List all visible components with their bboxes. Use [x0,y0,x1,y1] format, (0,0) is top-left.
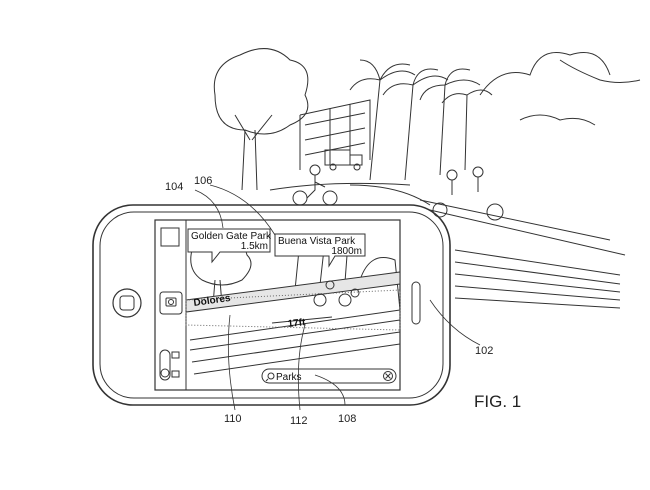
search-icon [267,372,275,380]
video-icon [171,370,180,378]
callout-golden-gate-park[interactable] [187,228,271,264]
shutter-button[interactable] [159,291,183,315]
buena-vista-park-distance: 1800m [331,246,362,257]
palm-trees [349,59,493,181]
mode-switch[interactable] [159,349,180,381]
clear-icon [383,371,393,381]
ref-108: 108 [338,413,356,425]
street-name-label: Dolores [193,293,232,309]
search-bar[interactable] [261,368,397,384]
ref-104: 104 [165,181,183,193]
home-button[interactable] [112,288,142,318]
figure-label: FIG. 1 [474,392,521,411]
thumbnail-button[interactable] [160,227,180,247]
phone-body [92,204,451,406]
street-overlay [185,271,401,313]
golden-gate-park-name: Golden Gate Park [191,231,272,242]
background-scene [213,48,641,309]
camera-icon [168,299,174,305]
callout-buena-vista-park[interactable] [274,233,366,268]
buena-vista-park-name: Buena Vista Park [278,236,356,247]
leader-lines [194,184,481,411]
ref-110: 110 [224,413,242,425]
speaker-slot [411,281,421,325]
search-input-value: Parks [276,372,302,383]
clear-search-button[interactable] [383,371,393,381]
golden-gate-park-distance: 1.5km [241,241,268,252]
ref-112: 112 [290,415,308,427]
ref-102: 102 [475,345,493,357]
ref-106: 106 [194,175,212,187]
street-distance-label: 17ft [287,317,307,330]
